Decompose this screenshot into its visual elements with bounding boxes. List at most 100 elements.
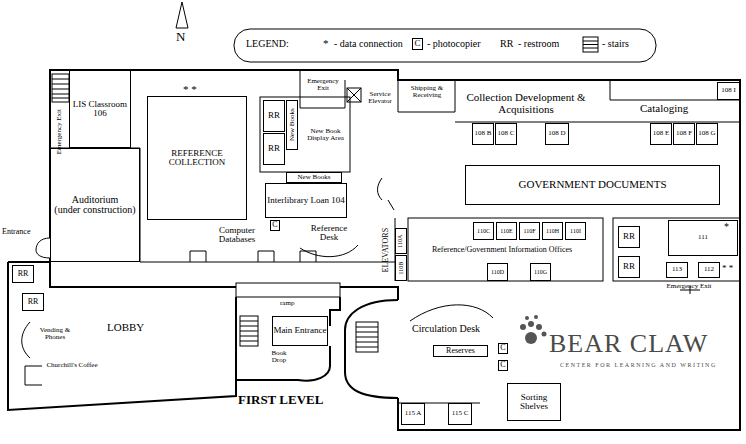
room-name: New Books	[288, 109, 295, 142]
room-name: 110G	[534, 269, 547, 275]
restroom-box: RR	[618, 256, 640, 278]
office-room: 108 D	[545, 123, 569, 145]
shelf-box: New Books	[286, 100, 298, 150]
area-label: New Book Display Area	[303, 128, 348, 143]
restroom-box: RR	[263, 133, 285, 165]
room-label: Shipping & Receiving	[400, 85, 454, 100]
office-room: 110I	[565, 222, 586, 240]
legend-text: - data connection	[334, 39, 403, 50]
room-name: Sorting Shelves	[508, 393, 560, 412]
office-room: 110H	[542, 222, 563, 240]
exit-label: Emergency Exit	[51, 106, 69, 158]
entrance-label: Entrance	[2, 228, 30, 236]
restroom-box: RR	[22, 293, 44, 311]
office-room: 110G	[530, 263, 551, 281]
legend-text: - stairs	[602, 39, 629, 50]
office-room: 108 C	[495, 123, 517, 145]
room-name: LIS Classroom 106	[70, 100, 130, 119]
office-room: 115 C	[448, 403, 472, 425]
office-room: 110B	[395, 255, 407, 281]
room-name: New Books	[298, 174, 331, 181]
office-room: 108 F	[673, 123, 695, 145]
room-name: 110A	[398, 234, 404, 247]
room-name: Interlibrary Loan 104	[267, 196, 344, 205]
exit-label: Emergency Exit	[301, 78, 345, 93]
legend-heading: LEGEND:	[246, 39, 289, 50]
room-name: 110D	[491, 269, 504, 275]
room-name: 110F	[523, 228, 535, 234]
copier-symbol: C	[498, 360, 508, 371]
office-room: Interlibrary Loan 104	[265, 183, 347, 218]
room-name: RR	[268, 144, 280, 153]
restroom-box: RR	[263, 100, 285, 132]
room-name: GOVERNMENT DOCUMENTS	[519, 179, 667, 191]
collection-room: REFERENCE COLLECTION	[147, 96, 247, 220]
data-symbol: * *	[183, 84, 197, 96]
room-name: 108 C	[498, 130, 515, 137]
ramp-label: ramp	[280, 300, 294, 307]
office-room: 110D	[487, 263, 508, 281]
room-name: 113	[672, 266, 682, 273]
room-name: Reserves	[446, 347, 475, 355]
logo-tagline: CENTER FOR LEARNING AND WRITING	[560, 362, 717, 368]
room-name: 110I	[570, 228, 581, 234]
legend-symbol: *	[323, 38, 329, 50]
copier-symbol: C	[412, 38, 423, 50]
room-name: 110C	[477, 228, 490, 234]
office-room: 110A	[395, 228, 407, 254]
room-name: 108 F	[676, 130, 692, 137]
room-label: Service Elevator	[362, 91, 398, 106]
room-name: 108 B	[475, 130, 492, 137]
room-name: RR	[623, 262, 635, 271]
room-name: RR	[18, 270, 29, 278]
legend-symbol: RR	[500, 39, 513, 50]
elevator-label: ELEVATORS	[379, 214, 393, 286]
room-name: 108 D	[548, 130, 565, 137]
north-label: N	[176, 30, 185, 44]
collection-room: GOVERNMENT DOCUMENTS	[465, 165, 720, 205]
office-room: 108 G	[696, 123, 718, 145]
elevator-label: ELEVATORS	[382, 228, 390, 273]
room-name: 108 E	[653, 130, 670, 137]
classroom-room: LIS Classroom 106	[69, 70, 131, 148]
room-name: 115 A	[405, 410, 422, 417]
floor-title: FIRST LEVEL	[238, 393, 323, 407]
shelf-box: Sorting Shelves	[507, 383, 561, 421]
room-name: Main Entrance	[273, 326, 326, 335]
area-label: LOBBY	[107, 322, 144, 334]
office-room: 108 B	[472, 123, 494, 145]
room-label: Cataloging	[640, 103, 688, 115]
counter-label: Vending & Phones	[34, 327, 76, 342]
restroom-box: RR	[618, 226, 640, 248]
legend-text: - photocopier	[427, 39, 481, 50]
copier-symbol: C	[270, 220, 280, 231]
desk-label: Circulation Desk	[412, 324, 480, 335]
office-room: 110E	[496, 222, 517, 240]
data-symbol: * *	[722, 264, 733, 273]
room-name: RR	[623, 232, 635, 241]
office-room: 115 A	[401, 403, 425, 425]
shelf-box: Reserves	[433, 345, 488, 357]
shelf-box: New Books	[286, 172, 342, 183]
room-name: 115 C	[452, 410, 469, 417]
office-room: 108 E	[650, 123, 672, 145]
exit-label: Emergency Exit	[656, 283, 722, 290]
exit-label: Emergency Exit	[56, 109, 63, 154]
copier-symbol: C	[498, 343, 508, 354]
office-room: 108 I	[717, 82, 740, 100]
data-symbol: *	[724, 222, 729, 233]
room-name: (under construction)	[54, 205, 135, 216]
room-name: 110B	[398, 262, 404, 275]
legend-text: - restroom	[518, 39, 559, 50]
room-name: 108 I	[721, 87, 736, 94]
room-name: 111	[698, 234, 708, 241]
room-name: RR	[28, 298, 39, 306]
area-label: Reference/Government Information Offices	[417, 246, 587, 254]
room-name: RR	[268, 111, 280, 120]
counter-label: Churchill's Coffee	[44, 362, 100, 369]
logo-text: BEAR CLAW	[549, 330, 708, 357]
room-name: 110E	[500, 228, 512, 234]
office-room: 110F	[519, 222, 540, 240]
desk-label: Reference Desk	[306, 224, 352, 243]
room-name: 110H	[546, 228, 559, 234]
